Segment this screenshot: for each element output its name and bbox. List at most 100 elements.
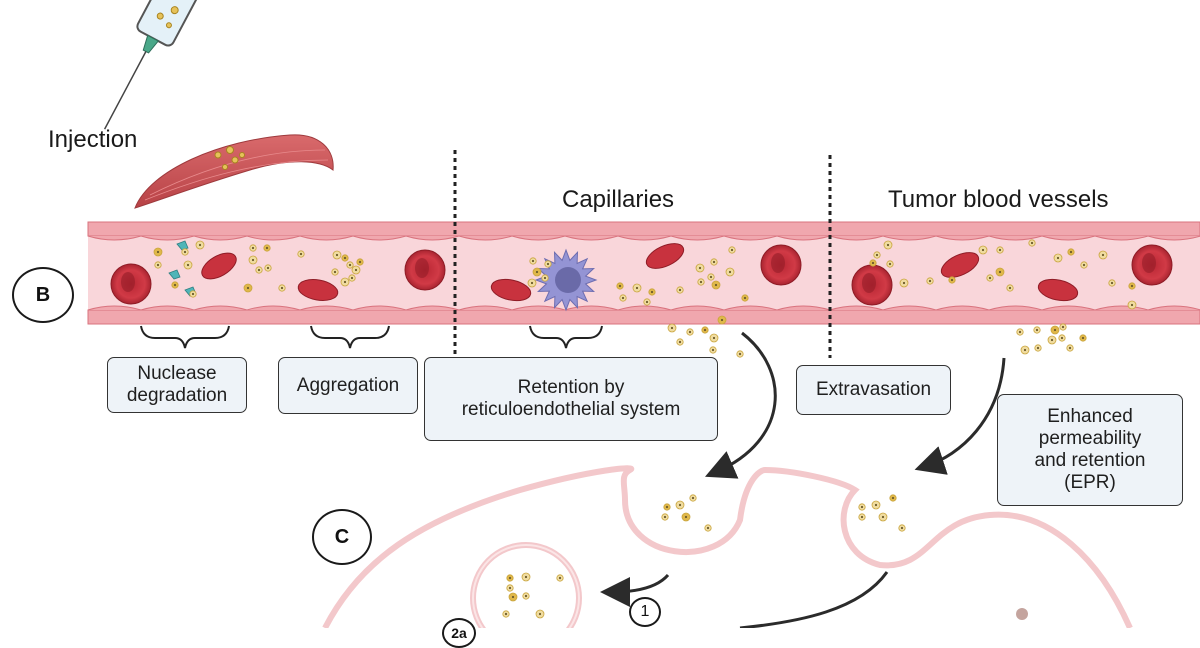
- nanoparticle-icon: [1098, 250, 1108, 260]
- nanoparticle-icon: [195, 240, 205, 250]
- nanoparticle-icon: [529, 257, 537, 265]
- nanoparticle-icon: [331, 268, 339, 276]
- nanoparticle-icon: [541, 274, 549, 282]
- nanoparticle-icon: [1079, 334, 1087, 342]
- nanoparticle-icon: [263, 244, 271, 252]
- nanoparticle-icon: [858, 503, 866, 511]
- nanoparticle-icon: [619, 294, 627, 302]
- endothelial-cell: [1041, 305, 1096, 311]
- endothelial-cell: [458, 235, 513, 241]
- nanoparticle-icon: [695, 263, 705, 273]
- box-aggregation: Aggregation: [278, 357, 418, 414]
- endothelial-cell: [670, 235, 725, 241]
- nanoparticle-icon: [1034, 344, 1042, 352]
- nanoparticle-icon: [926, 277, 934, 285]
- nanoparticle-icon: [1108, 279, 1116, 287]
- nanoparticle-icon: [181, 248, 189, 256]
- nanoparticle-icon: [871, 500, 881, 510]
- panel-label-c: C: [312, 509, 372, 565]
- endothelial-cell: [1094, 305, 1149, 311]
- nanoparticle-icon: [632, 283, 642, 293]
- endothelial-cell: [723, 305, 778, 311]
- endothelial-cell: [988, 235, 1043, 241]
- nanoparticle-icon: [986, 274, 994, 282]
- nanoparticle-icon: [348, 274, 356, 282]
- red-blood-cell-icon: [940, 252, 980, 278]
- red-blood-cell-icon: [645, 243, 685, 269]
- nanoparticle-icon: [648, 288, 656, 296]
- nanoparticle-icon: [1053, 253, 1063, 263]
- nanoparticle-icon: [873, 251, 881, 259]
- nanoparticle-icon: [1020, 345, 1030, 355]
- nanoparticle-icon: [886, 260, 894, 268]
- nanoparticle-icon: [189, 290, 197, 298]
- red-blood-cell-icon: [1131, 244, 1173, 286]
- nanoparticle-icon: [521, 572, 531, 582]
- step-label-1: 1: [629, 597, 661, 627]
- nanoparticle-icon: [183, 260, 193, 270]
- nanoparticle-icon: [340, 277, 350, 287]
- nanoparticles: [153, 239, 1137, 619]
- endothelial-cell: [87, 235, 142, 241]
- nanoparticle-icon: [243, 283, 253, 293]
- nanoparticle-icon: [701, 326, 709, 334]
- endothelial-cell: [1094, 235, 1149, 241]
- nanoparticle-icon: [154, 261, 162, 269]
- nanoparticle-icon: [522, 592, 530, 600]
- endothelial-cell: [776, 305, 831, 311]
- nanoparticle-icon: [663, 503, 671, 511]
- nanoparticle-icon: [709, 333, 719, 343]
- nanoparticle-icon: [508, 592, 518, 602]
- endothelial-cell: [882, 305, 937, 311]
- red-blood-cell-icon: [490, 278, 532, 302]
- nanoparticle-icon: [341, 254, 349, 262]
- red-blood-cell-icon: [404, 249, 446, 291]
- nanoparticle-icon: [1016, 328, 1024, 336]
- nanoparticle-icon: [717, 315, 727, 325]
- nanoparticle-icon: [978, 245, 988, 255]
- nanoparticle-icon: [725, 267, 735, 277]
- nanoparticle-icon: [1059, 323, 1067, 331]
- nanoparticle-icon: [1066, 344, 1074, 352]
- nanoparticle-icon: [697, 278, 705, 286]
- endothelial-cell: [1147, 235, 1200, 241]
- nanoparticle-icon: [728, 246, 736, 254]
- nanoparticle-icon: [264, 264, 272, 272]
- endothelial-cell: [1147, 305, 1200, 311]
- endothelial-cell: [140, 235, 195, 241]
- nanoparticle-icon: [675, 500, 685, 510]
- endothelial-cell: [511, 305, 566, 311]
- nanoparticle-icon: [878, 512, 888, 522]
- nanoparticle-icon: [667, 323, 677, 333]
- nanoparticle-icon: [1050, 325, 1060, 335]
- endothelial-cell: [458, 305, 513, 311]
- endothelial-cell: [882, 235, 937, 241]
- nanoparticle-icon: [506, 584, 514, 592]
- blood-vessel: [87, 221, 1200, 325]
- endothelial-cell: [352, 235, 407, 241]
- nanoparticle-icon: [995, 267, 1005, 277]
- nanoparticle-icon: [171, 281, 179, 289]
- arrow-icon: [600, 331, 1006, 628]
- nanoparticle-icon: [346, 261, 354, 269]
- endothelial-cell: [564, 235, 619, 241]
- nanoparticle-icon: [858, 513, 866, 521]
- endothelial-cell: [1041, 235, 1096, 241]
- box-nuclease-degradation: Nuclease degradation: [107, 357, 247, 413]
- endothelial-cell: [87, 305, 142, 311]
- nanoparticle-icon: [527, 278, 537, 288]
- heading-injection: Injection: [48, 126, 138, 153]
- endothelial-cell: [829, 235, 884, 241]
- endothelial-cell: [352, 305, 407, 311]
- endothelial-cell: [935, 305, 990, 311]
- nanoparticle-icon: [616, 282, 624, 290]
- nanoparticle-icon: [996, 246, 1004, 254]
- nanoparticle-icon: [711, 280, 721, 290]
- nanoparticle-icon: [556, 574, 564, 582]
- heading-capillaries: Capillaries: [562, 186, 675, 213]
- nanoparticle-icon: [249, 244, 257, 252]
- nanoparticle-icon: [248, 255, 258, 265]
- nanoparticle-icon: [676, 338, 684, 346]
- endothelial-cell: [617, 235, 672, 241]
- red-blood-cell-icon: [110, 263, 152, 305]
